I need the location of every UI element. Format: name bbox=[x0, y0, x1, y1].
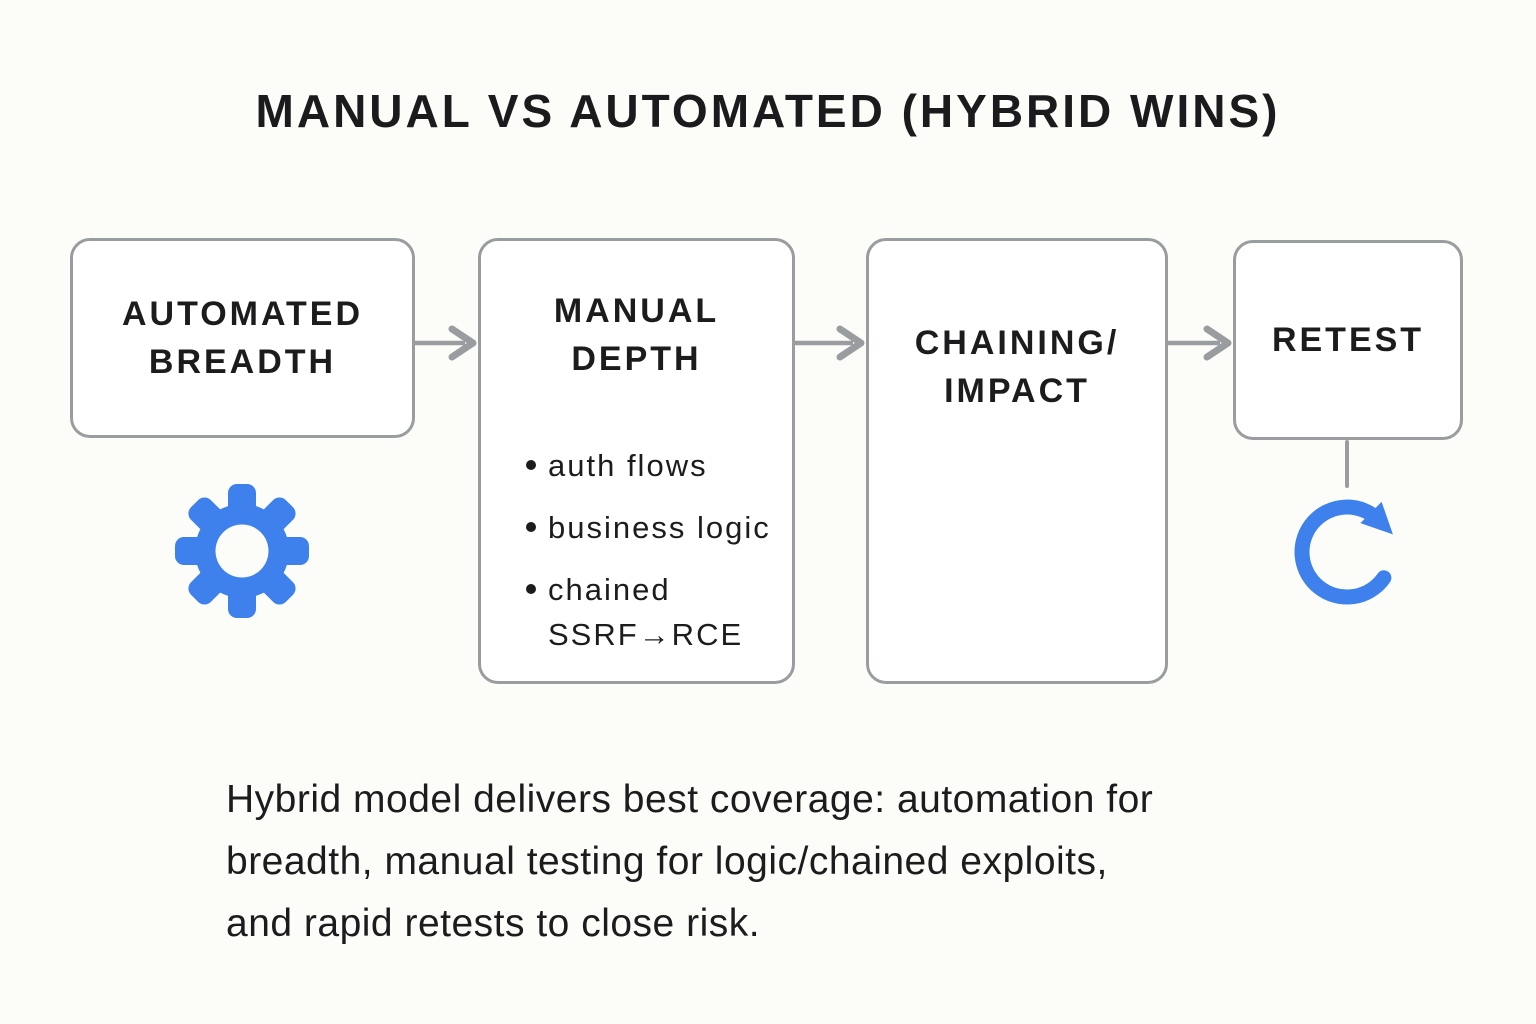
flow-arrow-icon bbox=[415, 325, 477, 361]
node-chaining-impact: CHAINING/ IMPACT bbox=[866, 238, 1168, 684]
node-label-line: BREADTH bbox=[148, 343, 337, 381]
caption: Hybrid model delivers best coverage: aut… bbox=[226, 769, 1153, 955]
node-automated-breadth: AUTOMATED BREADTH bbox=[70, 238, 415, 438]
node-label: MANUAL DEPTH bbox=[481, 287, 792, 383]
caption-line: Hybrid model delivers best coverage: aut… bbox=[226, 778, 1154, 821]
node-label-line: MANUAL bbox=[553, 292, 720, 330]
flow-arrow-icon bbox=[795, 325, 865, 361]
arrow-head bbox=[1203, 325, 1232, 361]
node-label-line: AUTOMATED bbox=[121, 295, 364, 333]
caption-line: and rapid retests to close risk. bbox=[226, 902, 761, 945]
node-retest: RETEST bbox=[1233, 240, 1463, 440]
manual-depth-bullet-list: auth flows business logic chained SSRF→R… bbox=[481, 443, 792, 657]
refresh-arrow-head bbox=[1360, 501, 1393, 535]
node-label-line: RETEST bbox=[1271, 321, 1425, 359]
diagram-title: MANUAL VS AUTOMATED (HYBRID WINS) bbox=[255, 85, 1281, 137]
flow-arrow-icon bbox=[1168, 325, 1232, 361]
arrow-head bbox=[448, 325, 477, 361]
node-label-line: IMPACT bbox=[944, 372, 1090, 410]
node-label: RETEST bbox=[1272, 316, 1424, 364]
retest-connector-line bbox=[1345, 440, 1349, 488]
refresh-icon bbox=[1294, 499, 1393, 605]
gear-hole bbox=[215, 524, 269, 578]
gear-icon bbox=[175, 484, 309, 618]
refresh-arc bbox=[1294, 499, 1392, 605]
node-label-line: DEPTH bbox=[571, 340, 702, 378]
bullet-item: chained SSRF→RCE bbox=[526, 567, 784, 657]
bullet-item: business logic bbox=[526, 505, 784, 550]
node-manual-depth: MANUAL DEPTH auth flows business logic c… bbox=[478, 238, 795, 684]
bullet-item: auth flows bbox=[526, 443, 784, 488]
node-label-line: CHAINING/ bbox=[914, 324, 1120, 362]
gear-shape bbox=[175, 484, 309, 618]
arrow-head bbox=[836, 325, 865, 361]
node-label: CHAINING/ IMPACT bbox=[869, 319, 1165, 415]
node-label: AUTOMATED BREADTH bbox=[122, 290, 363, 386]
caption-line: breadth, manual testing for logic/chaine… bbox=[226, 840, 1108, 883]
